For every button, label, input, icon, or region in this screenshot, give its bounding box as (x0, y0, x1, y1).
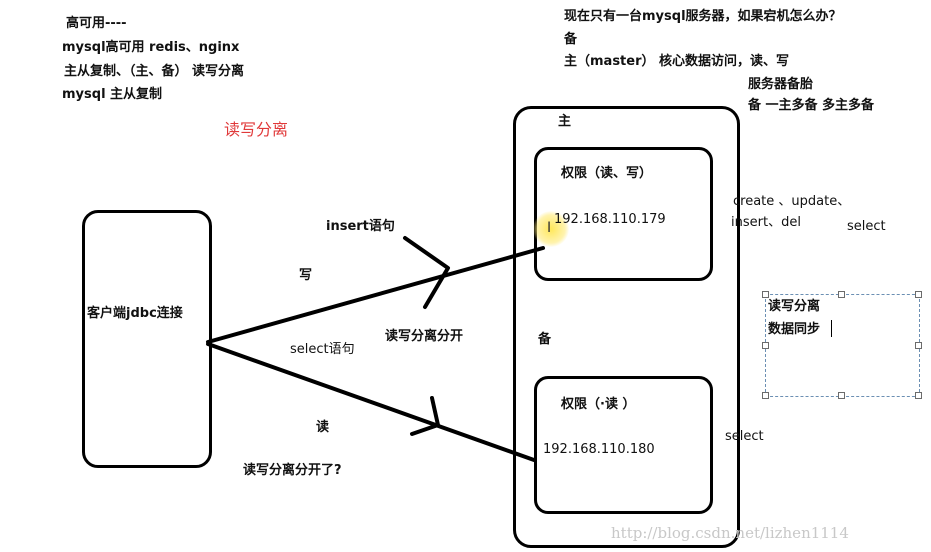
master-ops-line-2: insert、del (731, 215, 801, 230)
backup-word: 备 (564, 32, 578, 47)
slave-server-box (534, 376, 713, 514)
read-label: 读 (316, 420, 330, 435)
insert-statement-label: insert语句 (326, 219, 395, 234)
cursor-highlight (533, 211, 569, 247)
watermark: http://blog.csdn.net/lizhen1114 (611, 524, 849, 542)
resize-handle-bm[interactable] (838, 392, 845, 399)
master-ip: 192.168.110.179 (554, 212, 666, 227)
split-question: 读写分离分开了? (243, 463, 342, 478)
master-server-box (534, 147, 713, 281)
split-note: 读写分离分开 (385, 329, 464, 344)
read-arrow-line (206, 342, 536, 462)
client-box (82, 210, 212, 468)
note-line-2: mysql高可用 redis、nginx (62, 40, 240, 55)
slave-select-label: select (725, 429, 764, 444)
client-label: 客户端jdbc连接 (87, 306, 183, 321)
slave-outer-label: 备 (538, 332, 552, 347)
slave-ip: 192.168.110.180 (543, 442, 655, 457)
resize-handle-br[interactable] (915, 392, 922, 399)
master-select-label: select (847, 219, 886, 234)
resize-handle-ml[interactable] (762, 342, 769, 349)
topology-note: 备 一主多备 多主多备 (748, 98, 875, 113)
read-arrow-head (410, 396, 440, 436)
resize-handle-tr[interactable] (915, 291, 922, 298)
read-write-split-title: 读写分离 (224, 120, 289, 139)
write-arrow-line (206, 246, 545, 344)
slave-permission: 权限（·读 ） (561, 397, 636, 412)
master-permission: 权限（读、写） (561, 166, 653, 181)
resize-handle-tm[interactable] (838, 291, 845, 298)
master-outer-label: 主 (558, 114, 572, 129)
write-label: 写 (299, 268, 313, 283)
write-arrow-head (403, 236, 450, 309)
note-line-4: mysql 主从复制 (62, 87, 163, 102)
note-line-1: 高可用---- (66, 16, 127, 31)
text-cursor-icon: I (547, 220, 552, 236)
text-caret (831, 320, 832, 337)
note-line-3: 主从复制、（主、备） 读写分离 (64, 64, 245, 79)
resize-handle-bl[interactable] (762, 392, 769, 399)
backup-server-note: 服务器备胎 (748, 77, 814, 92)
resize-handle-mr[interactable] (915, 342, 922, 349)
select-statement-label: select语句 (290, 342, 355, 357)
textbox-line-1: 读写分离 (768, 299, 821, 314)
master-description: 主（master） 核心数据访问，读、写 (564, 54, 790, 69)
database-cluster-box (513, 106, 740, 548)
textbox-line-2: 数据同步 (768, 322, 821, 337)
question-line: 现在只有一台mysql服务器，如果宕机怎么办？ (564, 9, 842, 24)
master-ops-line-1: create 、update、 (733, 194, 851, 209)
resize-handle-tl[interactable] (762, 291, 769, 298)
